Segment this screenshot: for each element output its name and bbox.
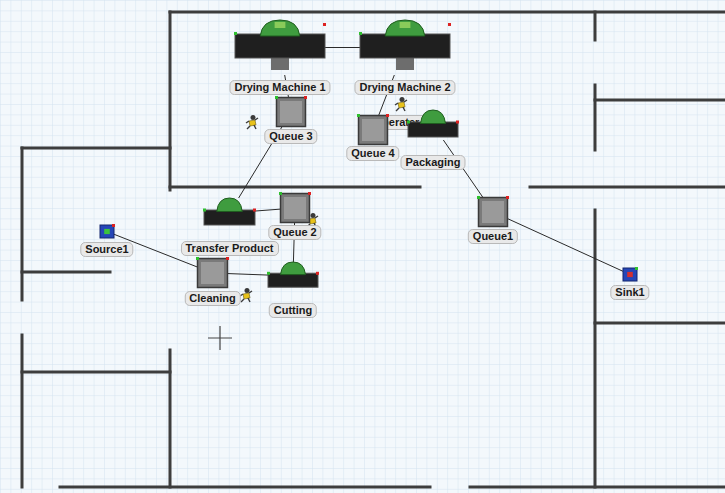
operator-icons	[240, 115, 318, 302]
queue-box: Cleaning	[197, 258, 228, 288]
drying-machine-graphic	[360, 20, 450, 75]
cursor-cross	[208, 326, 232, 350]
walls	[22, 12, 725, 487]
queue-box-graphic	[478, 197, 508, 227]
processor-machine: Transfer Product	[204, 198, 255, 228]
object-label: Sink1	[610, 285, 649, 300]
source-box: Source1	[100, 225, 114, 238]
queue-box-graphic	[197, 258, 228, 288]
sink-box-graphic	[623, 268, 637, 281]
operator-icon	[246, 115, 258, 129]
queue-box-graphic	[358, 115, 388, 145]
sink-box: Sink1	[623, 268, 637, 281]
operator-graphic	[393, 96, 409, 112]
object-label: Drying Machine 1	[229, 80, 330, 95]
processor-machine-graphic	[268, 262, 318, 290]
processor-machine: Cutting	[268, 262, 318, 290]
object-label: Packaging	[400, 155, 465, 170]
processor-machine-graphic	[408, 110, 458, 140]
operator-icon	[240, 288, 252, 302]
connection-line	[228, 274, 268, 275]
connection-line	[255, 209, 280, 211]
drying-machine-graphic	[235, 20, 325, 75]
object-label: Cutting	[269, 303, 317, 318]
queue-box-graphic	[276, 97, 306, 127]
object-label: Queue 4	[346, 146, 399, 161]
drying-machine: Drying Machine 2	[360, 20, 450, 75]
queue-box: Queue 3	[276, 97, 306, 127]
source-box-graphic	[100, 225, 114, 238]
object-label: Cleaning	[184, 291, 240, 306]
object-label: Queue 2	[268, 225, 321, 240]
processor-machine-graphic	[204, 198, 255, 228]
queue-box: Queue 4	[358, 115, 388, 145]
drying-machine: Drying Machine 1	[235, 20, 325, 75]
queue-box: Queue 2	[280, 193, 310, 223]
object-label: Source1	[80, 242, 133, 257]
queue-box: Queue1	[478, 197, 508, 227]
queue-box-graphic	[280, 193, 310, 223]
object-label: Queue1	[468, 229, 518, 244]
connection-line	[508, 219, 623, 271]
processor-machine: Packaging	[408, 110, 458, 140]
operator: Operater 4	[393, 96, 409, 112]
connection-line	[325, 47, 360, 48]
object-label: Queue 3	[264, 129, 317, 144]
object-label: Transfer Product	[180, 241, 278, 256]
object-label: Drying Machine 2	[354, 80, 455, 95]
